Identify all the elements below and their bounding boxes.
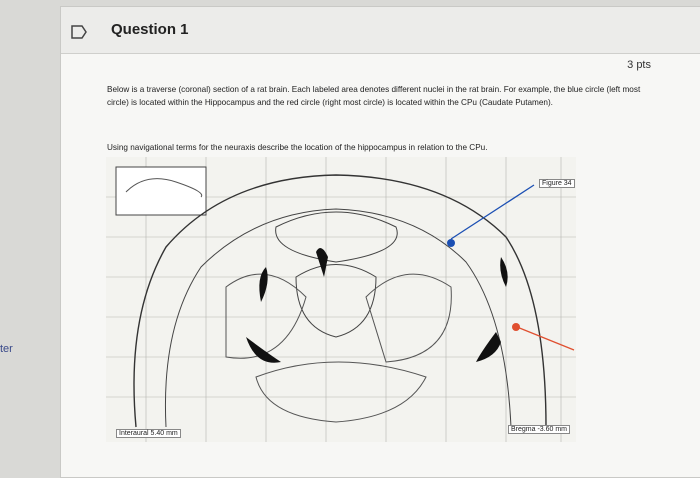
question-points: 3 pts: [627, 59, 651, 71]
question-paragraph: Below is a traverse (coronal) section of…: [107, 83, 647, 109]
question-header: Question 1: [61, 7, 700, 54]
brain-section-figure: Figure 34 Interaural 5.40 mm Bregma -3.6…: [106, 157, 576, 442]
brain-diagram: [106, 157, 576, 442]
question-prompt: Using navigational terms for the neuraxi…: [107, 143, 647, 152]
figure-tag: Figure 34: [539, 179, 575, 188]
flag-icon[interactable]: [71, 25, 87, 39]
question-card: Question 1 3 pts Below is a traverse (co…: [60, 6, 700, 478]
red-marker: [512, 323, 520, 331]
interaural-label: Interaural 5.40 mm: [116, 429, 181, 438]
blue-marker: [447, 239, 455, 247]
question-title: Question 1: [111, 21, 189, 38]
bregma-label: Bregma -3.60 mm: [508, 425, 570, 434]
sidebar-nav-label[interactable]: ter: [0, 343, 13, 355]
